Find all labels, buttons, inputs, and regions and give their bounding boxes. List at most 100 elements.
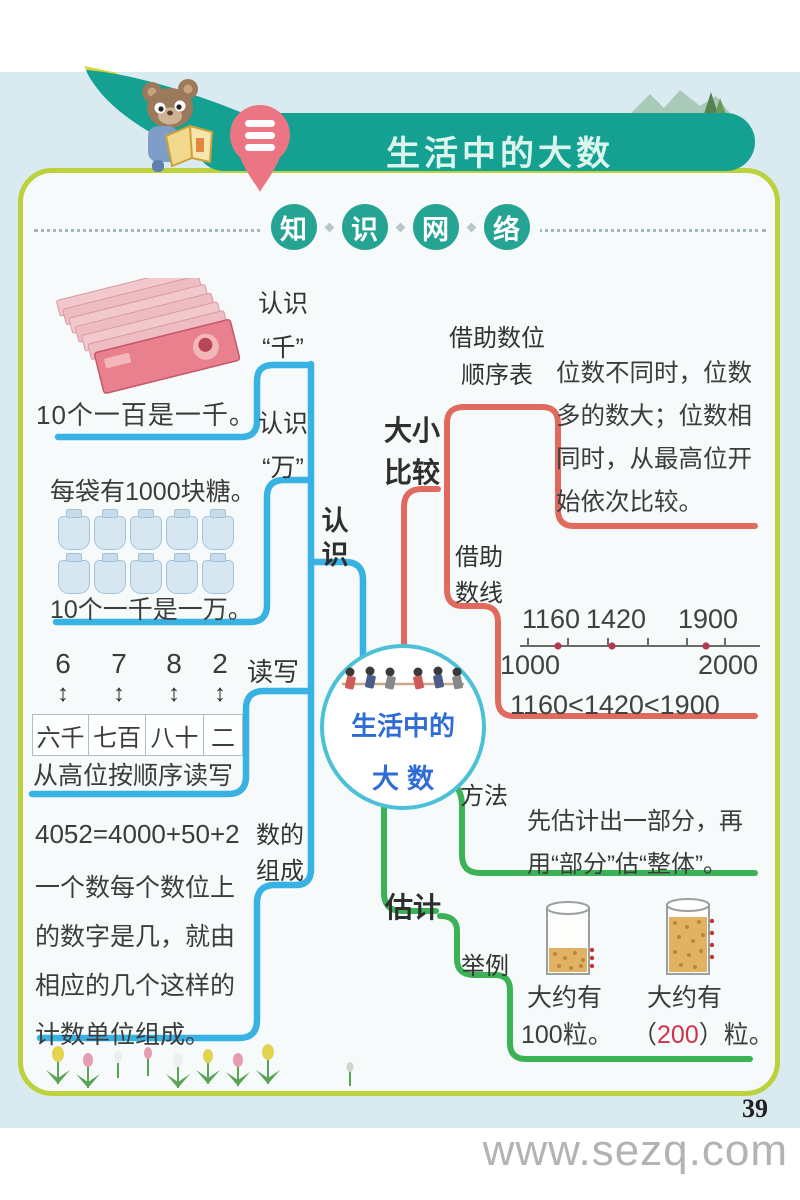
numline-end-label: 2000 (698, 650, 759, 680)
comparison-conclusion: 1160<1420<1900 (510, 690, 720, 720)
dotted-divider (34, 229, 766, 232)
zucheng-label-line2: 组成 (256, 858, 304, 885)
jar2-estimate-value: 200 (657, 1021, 699, 1049)
numline-point-label: 1160 (522, 604, 581, 634)
center-title-line1: 生活中的 (350, 711, 455, 741)
bean-jar-one-third (546, 901, 595, 975)
zucheng-label-line1: 数的 (256, 822, 304, 849)
banknotes-illustration (56, 278, 240, 394)
jar2-caption-line1: 大约有 (647, 984, 723, 1012)
qian-label-line1: 认识 (257, 290, 308, 318)
word-cell: 七百 (88, 714, 146, 756)
candy-bag-icon (166, 553, 198, 594)
qian-label-line2: “千” (262, 334, 304, 362)
updown-arrow-icon: ↕ (113, 680, 125, 707)
center-title-line2: 大数 (372, 764, 442, 794)
updown-arrow-icon: ↕ (57, 680, 69, 707)
composition-formula: 4052=4000+50+2 (35, 819, 240, 849)
digit: 2 (212, 648, 228, 679)
connector-qian (54, 361, 315, 441)
duxie-note: 从高位按顺序读写 (33, 762, 234, 790)
numline-point-label: 1900 (678, 604, 739, 634)
comparison-rule-line: 始依次比较。 (556, 489, 703, 516)
estimation-method-paragraph: 先估计出一部分，再 用“部分”估“整体”。 (527, 800, 772, 886)
mountains-illustration (626, 90, 734, 118)
connector-juli (437, 913, 753, 1062)
flowers-decoration (46, 1044, 354, 1088)
wan-label: 认识 “万” (248, 402, 318, 490)
candy-bags-grid (58, 508, 234, 594)
center-node: 生活中的 大数 (320, 644, 486, 810)
composition-paragraph: 一个数每个数位上 的数字是几，就由 相应的几个这样的 计数单位组成。 (35, 864, 255, 1060)
qian-caption: 10个一百是一千。 (36, 400, 256, 430)
connector-shunxubiao (444, 404, 758, 557)
updown-arrow-icon: ↕ (168, 680, 180, 707)
qian-label: 认识 “千” (248, 282, 318, 370)
shunxubiao-label-line2: 顺序表 (461, 362, 533, 389)
zucheng-label: 数的 组成 (254, 818, 306, 890)
jar2-paren-open: （ (632, 1021, 658, 1049)
shunxubiao-label-line1: 借助数位 (449, 325, 545, 352)
digit: 7 (111, 648, 127, 679)
candy-bag-icon (58, 553, 90, 594)
connector-guji-stem (381, 787, 439, 914)
page-number: 39 (742, 1094, 768, 1123)
jar2-caption-line2: （200）粒。 (632, 1021, 774, 1050)
composition-line: 一个数每个数位上 (35, 874, 236, 902)
number-line (520, 638, 760, 650)
shunxubiao-label: 借助数位 顺序表 (444, 320, 550, 394)
bean-jar-three-quarters (666, 898, 715, 975)
shuxian-label-line1: 借助 (455, 544, 503, 571)
word-cell: 八十 (144, 714, 205, 756)
connector-duxie (28, 687, 315, 798)
candy-bag-icon (94, 553, 126, 594)
connector-shuxian (444, 551, 758, 719)
watermark: www.sezq.com (482, 1126, 788, 1175)
shuxian-label: 借助 数线 (452, 540, 506, 612)
composition-line: 的数字是几，就由 (35, 923, 236, 951)
renshi-branch-label: 认识 (321, 506, 349, 570)
comparison-rule-line: 多的数大；位数相 (556, 403, 752, 430)
wan-label-line2: “万” (262, 454, 304, 482)
comparison-rule-line: 位数不同时，位数 (556, 360, 752, 387)
composition-line: 计数单位组成。 (35, 1021, 211, 1049)
chapter-pin-badge (230, 105, 290, 192)
candy-bag-icon (58, 509, 90, 550)
word-cell: 二 (203, 714, 243, 756)
candy-bag-icon (202, 509, 234, 550)
composition-line: 相应的几个这样的 (35, 972, 236, 1000)
comparison-rule-line: 同时，从最高位开 (556, 446, 752, 473)
page-title: 生活中的大数 (386, 135, 614, 173)
jar2-paren-close: ）粒。 (698, 1021, 774, 1049)
candy-bag-icon (94, 509, 126, 550)
connector-zucheng (36, 865, 315, 1042)
wan-label-line1: 认识 (257, 410, 308, 438)
bear-mascot-illustration (142, 79, 214, 172)
numline-end-label: 1000 (500, 650, 561, 680)
fangfa-label: 方法 (460, 783, 508, 810)
guji-branch-label: 估计 (385, 892, 442, 923)
candy-bag-icon (130, 509, 162, 550)
tug-of-war-illustration (342, 666, 464, 690)
digit: 6 (55, 648, 71, 679)
jar1-caption-line1: 大约有 (527, 984, 603, 1012)
word-cell: 六千 (31, 714, 90, 756)
numline-point-label: 1420 (586, 604, 647, 634)
digit: 8 (166, 648, 182, 679)
updown-arrow-icon: ↕ (214, 680, 226, 707)
wan-top-caption: 每袋有1000块糖。 (50, 478, 256, 506)
juli-label: 举例 (461, 953, 509, 980)
jar1-caption-line2: 100粒。 (521, 1021, 613, 1049)
connector-wan (52, 476, 315, 626)
connector-renshi-center (307, 558, 367, 664)
bijiao-branch-label: 大小比较 (383, 415, 440, 488)
candy-bag-icon (166, 509, 198, 550)
three-bars-icon (245, 120, 275, 151)
estimation-method-line: 用“部分”估“整体”。 (527, 851, 727, 878)
shuxian-label-line2: 数线 (455, 580, 503, 607)
connector-bijiao-stem (401, 486, 441, 651)
estimation-method-line: 先估计出一部分，再 (527, 808, 743, 835)
candy-bag-icon (130, 553, 162, 594)
duxie-label: 读写 (247, 657, 300, 687)
comparison-rule-paragraph: 位数不同时，位数 多的数大；位数相 同时，从最高位开 始依次比较。 (556, 352, 764, 524)
